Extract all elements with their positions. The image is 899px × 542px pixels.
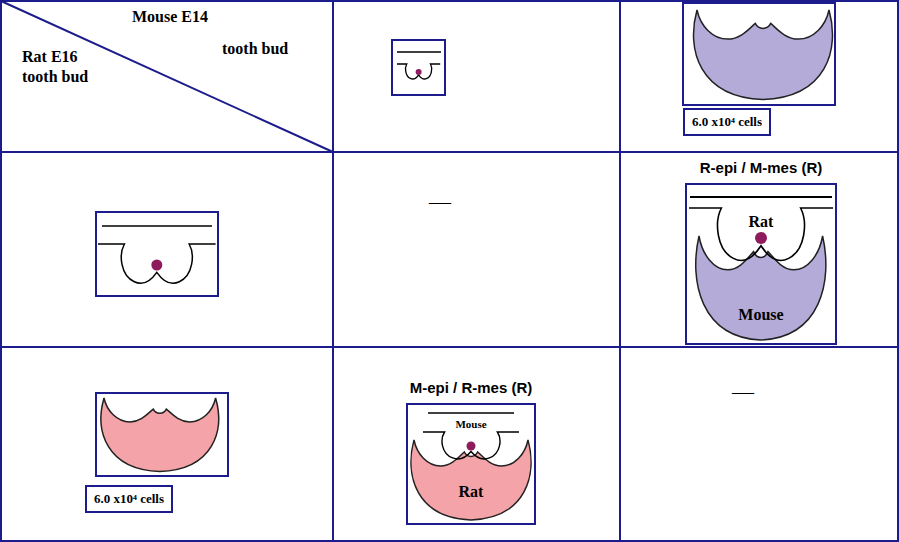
recombinant-box: M-epi / R-mes (R)MouseRat: [406, 403, 536, 525]
header-label: Rat E16: [22, 48, 78, 66]
recombinant-box: R-epi / M-mes (R)RatMouse: [685, 183, 837, 345]
mesenchyme-cap: [101, 398, 218, 472]
epithelium-surface: [690, 196, 832, 198]
empty-cell-mark: —: [732, 380, 754, 404]
mouse-bud-figure: [392, 40, 445, 95]
row-rule: [1, 151, 898, 153]
diagonal-rule: [1, 1, 333, 152]
empty-cell-mark: —: [429, 190, 451, 214]
rat-bud-figure: [96, 212, 218, 296]
figure-frame: [96, 393, 228, 476]
epithelium-surface: [397, 51, 441, 53]
figure-frame: [683, 3, 835, 105]
recombinant-heading: M-epi / R-mes (R): [410, 380, 533, 395]
figure-frame: [392, 40, 445, 95]
enamel-knot: [151, 260, 162, 271]
header-label: tooth bud: [222, 40, 288, 58]
tissue-label: Mouse: [408, 419, 534, 430]
mesenchyme-cap: [696, 236, 826, 340]
cell-count-box: 6.0 x10⁴ cells: [85, 485, 173, 513]
header-label: Mouse E14: [132, 8, 208, 26]
cell-count-box: 6.0 x10⁴ cells: [683, 108, 771, 136]
recombinant-heading: R-epi / M-mes (R): [700, 160, 823, 175]
cell-count-text: 6.0 x10⁴ cells: [692, 114, 762, 130]
mouse-mesenchyme-figure: [683, 3, 835, 105]
tissue-label: Rat: [408, 484, 534, 500]
cell-count-text: 6.0 x10⁴ cells: [94, 491, 164, 507]
enamel-knot: [416, 69, 422, 75]
epithelium-bud: [397, 64, 440, 79]
mesenchyme-cap: [694, 10, 833, 100]
tissue-label: Rat: [687, 214, 835, 230]
column-rule: [332, 1, 334, 541]
column-rule: [619, 1, 621, 541]
epithelium-surface: [428, 412, 514, 414]
tissue-label: Mouse: [687, 307, 835, 323]
epithelium-surface: [102, 225, 212, 227]
header-label: tooth bud: [22, 68, 88, 86]
epithelium-bud: [423, 432, 519, 459]
figure-frame: [96, 212, 218, 296]
epithelium-bud: [98, 244, 216, 283]
enamel-knot: [467, 442, 476, 451]
rat-mesenchyme-figure: [96, 393, 228, 476]
enamel-knot: [755, 232, 767, 244]
row-rule: [1, 346, 898, 348]
